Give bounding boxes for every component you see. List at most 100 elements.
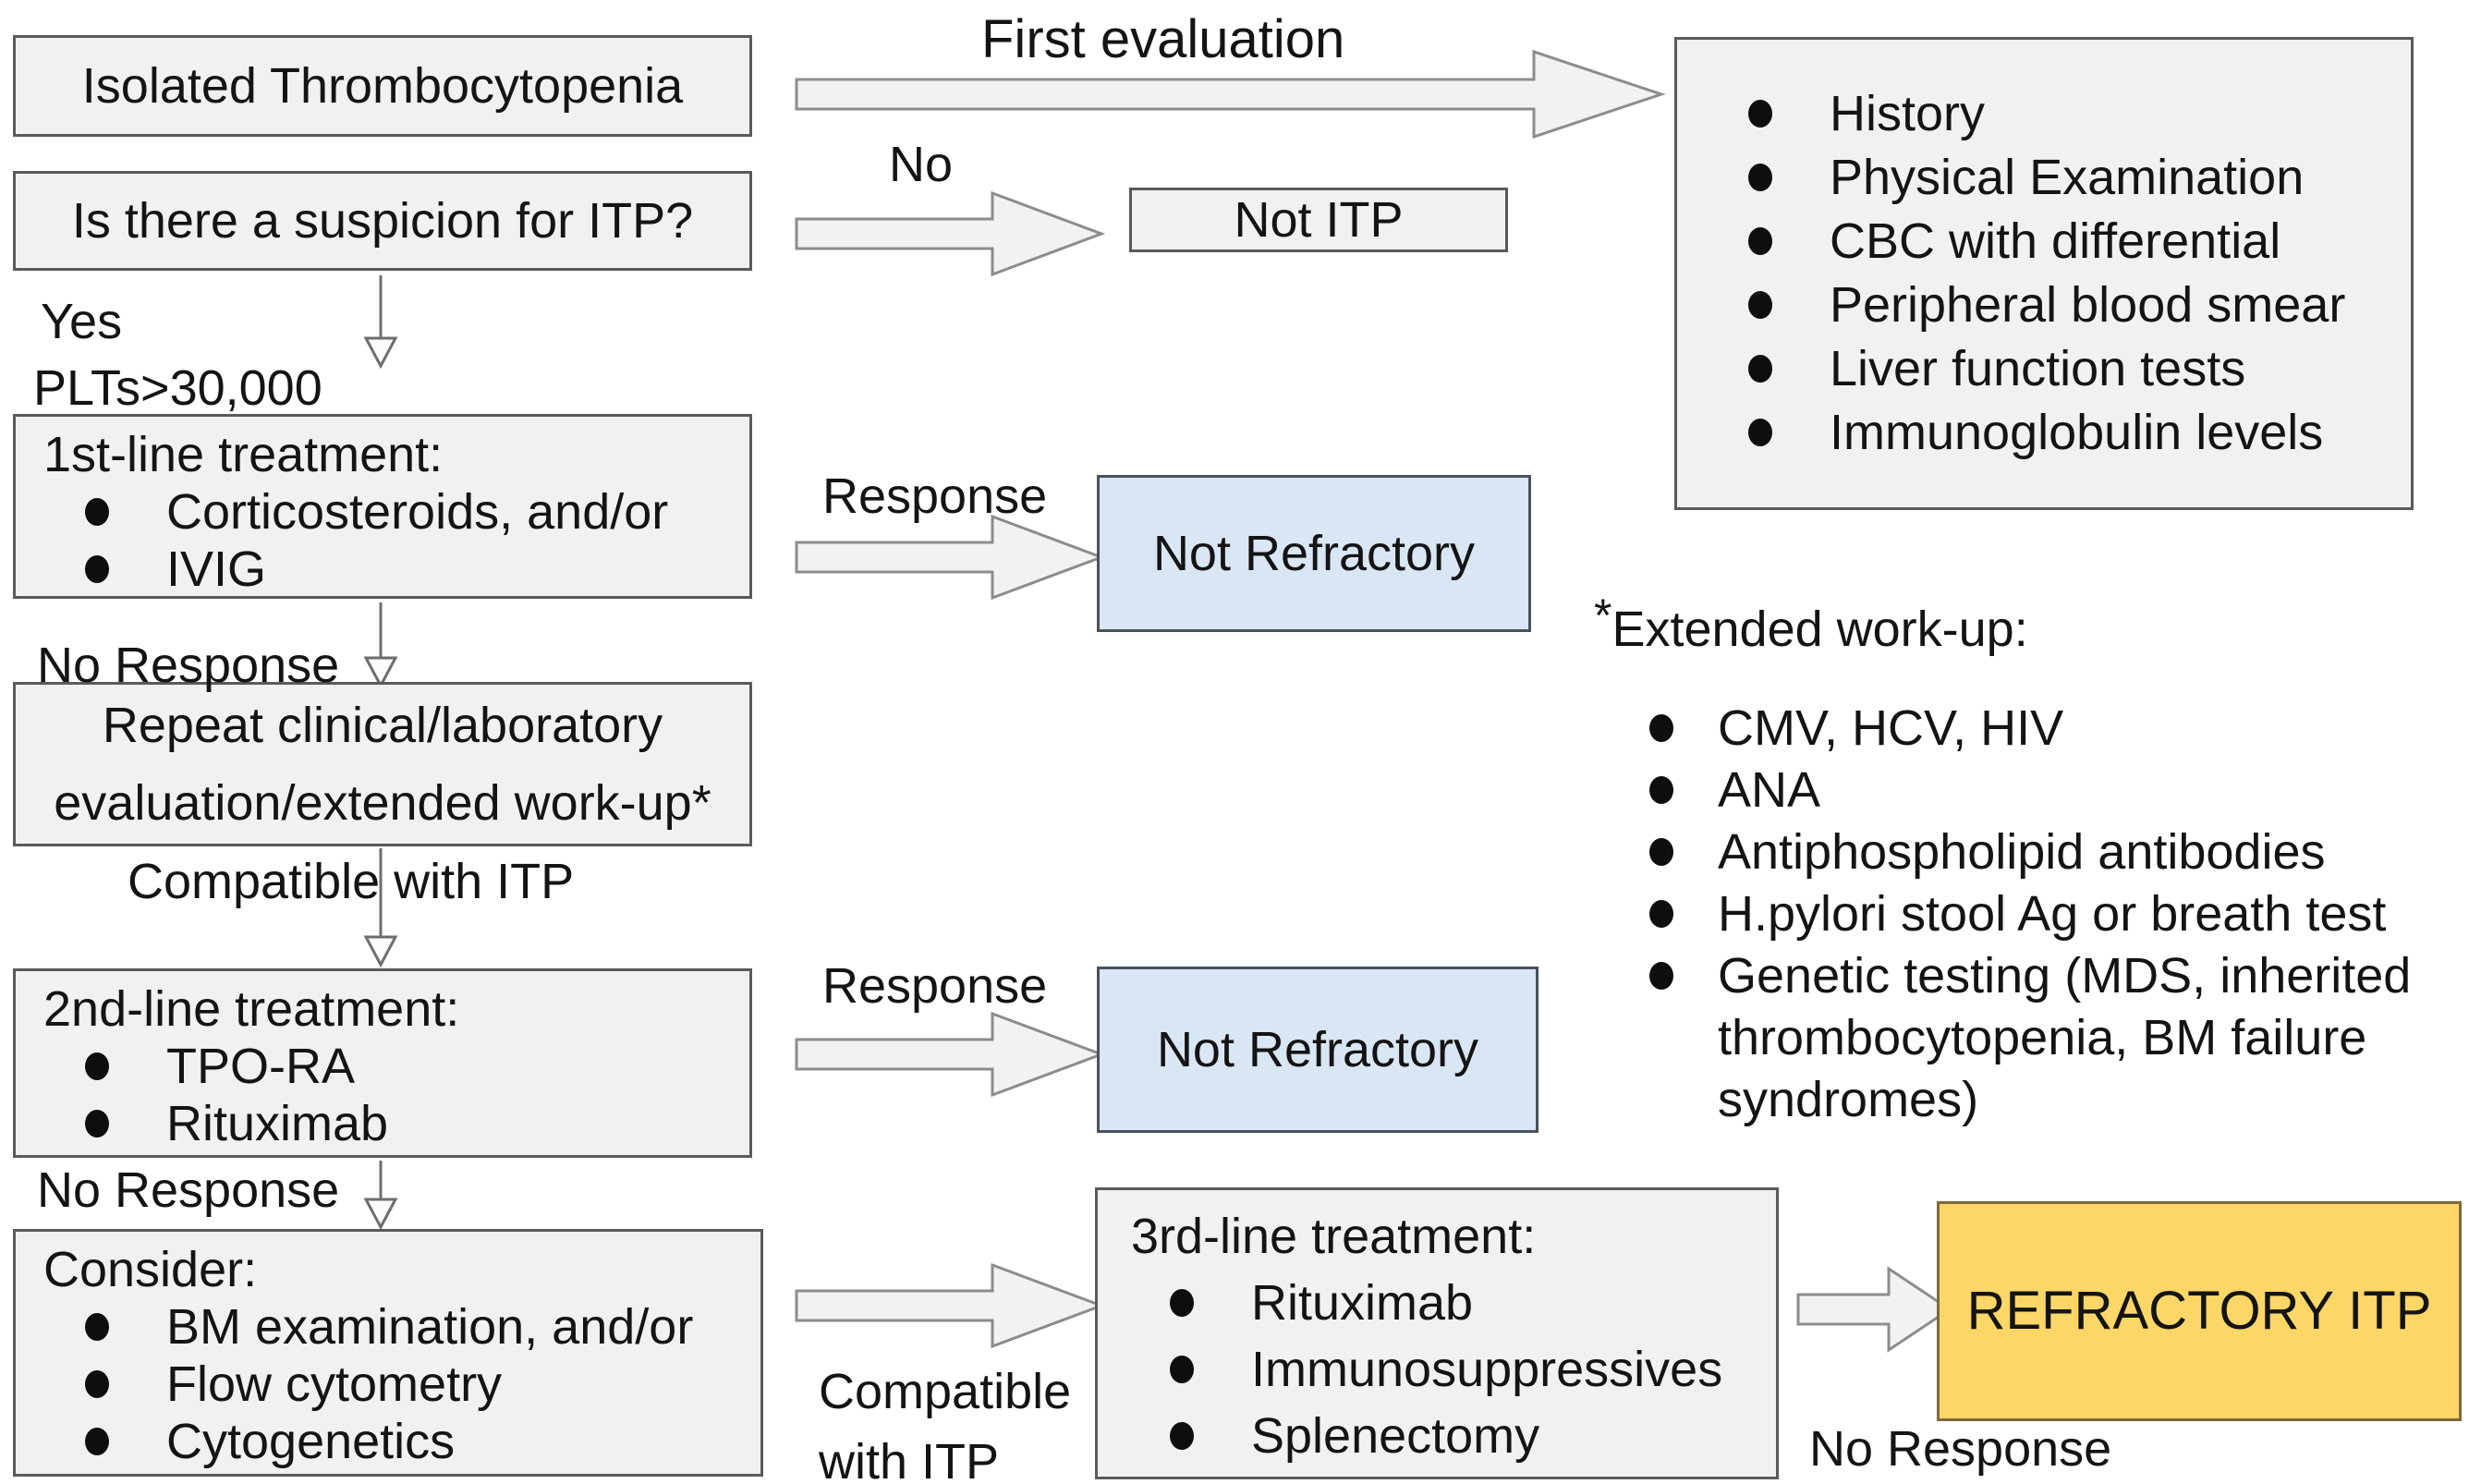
box-text: REFRACTORY ITP: [1966, 1281, 2432, 1342]
asterisk-marker: *: [1594, 590, 1612, 641]
no-to-not-itp-arrow: [795, 190, 1106, 277]
list-item: CBC with differential: [1677, 210, 2411, 274]
box-text: Isolated Thrombocytopenia: [81, 57, 684, 114]
list-item-text: Antiphospholipid antibodies: [1718, 824, 2326, 880]
list-item-text: Liver function tests: [1830, 341, 2246, 396]
refractory-itp-box: REFRACTORY ITP: [1937, 1201, 2462, 1421]
no-response-arrow-to-refractory: [1796, 1266, 1952, 1353]
bullet-icon: [1748, 227, 1772, 255]
bullet-icon: [85, 1428, 109, 1455]
down-arrow-firstline-to-repeat: [363, 602, 398, 689]
bullet-icon: [85, 1370, 109, 1398]
list-item-text: Immunosuppressives: [1251, 1342, 1723, 1397]
no-response-label-first: No Response: [37, 638, 340, 693]
list-item-text: Rituximab: [166, 1096, 389, 1151]
list-item: ANA: [1594, 760, 2453, 821]
list-item-text: CMV, HCV, HIV: [1718, 700, 2064, 756]
list-item-text: Corticosteroids, and/or: [166, 484, 669, 540]
list-item: Cytogenetics: [16, 1413, 760, 1470]
compatible-with-itp-label-second: Compatible with ITP: [819, 1364, 1072, 1484]
bullet-icon: [1649, 838, 1673, 866]
suspicion-for-itp-box: Is there a suspicion for ITP?: [13, 171, 752, 271]
list-item: Rituximab: [1098, 1270, 1776, 1336]
response-arrow-first: [795, 514, 1106, 601]
list-item-text: ANA: [1718, 762, 1821, 818]
bullet-icon: [1649, 900, 1673, 928]
list-item: Antiphospholipid antibodies: [1594, 821, 2453, 883]
list-item: H.pylori stool Ag or breath test: [1594, 883, 2453, 945]
box-text: Repeat clinical/laboratory evaluation/ex…: [54, 698, 712, 831]
list-item-text: Flow cytometry: [166, 1356, 503, 1412]
list-item: Peripheral blood smear: [1677, 274, 2411, 337]
bullet-icon: [85, 1110, 109, 1137]
list-item: CMV, HCV, HIV: [1594, 698, 2453, 760]
list-item-text: IVIG: [166, 541, 267, 597]
first-evaluation-arrow: [795, 49, 1666, 140]
consider-box: Consider: BM examination, and/or Flow cy…: [13, 1229, 763, 1477]
extended-workup-title: *Extended work-up:: [1594, 590, 2453, 661]
list-item-text: CBC with differential: [1830, 213, 2281, 269]
bullet-icon: [85, 555, 109, 583]
bullet-icon: [1649, 962, 1673, 990]
list-item-text: BM examination, and/or: [166, 1299, 694, 1355]
bullet-icon: [1170, 1422, 1194, 1450]
bullet-icon: [1649, 776, 1673, 804]
plts-threshold-label: PLTs>30,000: [33, 360, 322, 416]
third-line-treatment-box: 3rd-line treatment: Rituximab Immunosupp…: [1095, 1187, 1779, 1479]
not-itp-box: Not ITP: [1129, 188, 1508, 252]
list-item: Immunosuppressives: [1098, 1336, 1776, 1403]
response-arrow-second: [795, 1011, 1106, 1098]
bullet-icon: [1748, 419, 1772, 446]
list-item-text: TPO-RA: [166, 1039, 356, 1094]
list-item-text: History: [1830, 86, 1986, 141]
list-item: TPO-RA: [16, 1038, 749, 1095]
bullet-icon: [1170, 1356, 1194, 1383]
first-evaluation-label: First evaluation: [981, 9, 1345, 69]
list-item: IVIG: [16, 541, 749, 598]
list-item: Immunoglobulin levels: [1677, 401, 2411, 465]
bullet-icon: [85, 498, 109, 526]
first-evaluation-workup-box: History Physical Examination CBC with di…: [1674, 37, 2414, 510]
down-arrow-secondline-to-consider: [363, 1161, 398, 1231]
yes-label: Yes: [41, 294, 123, 349]
box-title: 1st-line treatment:: [43, 427, 444, 482]
box-text: Is there a suspicion for ITP?: [71, 192, 694, 249]
repeat-evaluation-box: Repeat clinical/laboratory evaluation/ex…: [13, 682, 752, 846]
box-text: Not Refractory: [1152, 525, 1476, 581]
down-arrow-suspicion-to-firstline: [363, 275, 398, 370]
box-text: Not Refractory: [1156, 1021, 1479, 1077]
box-title: Consider:: [43, 1242, 258, 1297]
list-item: History: [1677, 82, 2411, 146]
bullet-icon: [1649, 714, 1673, 742]
compatible-arrow-to-thirdline: [795, 1262, 1106, 1349]
list-item-text: Rituximab: [1251, 1275, 1474, 1331]
response-label-first: Response: [822, 468, 1048, 524]
down-arrow-repeat-to-secondline: [363, 848, 398, 968]
bullet-icon: [1748, 291, 1772, 319]
no-response-label-third: No Response: [1809, 1421, 2112, 1477]
list-item: Flow cytometry: [16, 1356, 760, 1413]
extended-workup-section: *Extended work-up: CMV, HCV, HIV ANA Ant…: [1594, 590, 2453, 1131]
first-line-treatment-box: 1st-line treatment: Corticosteroids, and…: [13, 414, 752, 599]
list-item-text: Genetic testing (MDS, inherited thromboc…: [1718, 948, 2412, 1127]
second-line-treatment-box: 2nd-line treatment: TPO-RA Rituximab: [13, 968, 752, 1158]
list-item: Rituximab: [16, 1095, 749, 1152]
list-item-text: Peripheral blood smear: [1830, 277, 2346, 333]
list-item-text: Immunoglobulin levels: [1830, 405, 2324, 460]
list-item: BM examination, and/or: [16, 1298, 760, 1356]
bullet-icon: [85, 1313, 109, 1341]
box-text: Not ITP: [1234, 191, 1404, 248]
compatible-with-itp-label-first: Compatible with ITP: [128, 854, 575, 909]
not-refractory-box-bottom: Not Refractory: [1097, 967, 1539, 1133]
list-item: Liver function tests: [1677, 337, 2411, 401]
list-item: Splenectomy: [1098, 1403, 1776, 1469]
bullet-icon: [1748, 355, 1772, 383]
list-item-text: Cytogenetics: [166, 1414, 456, 1469]
box-title: 2nd-line treatment:: [43, 981, 460, 1037]
bullet-icon: [85, 1052, 109, 1080]
no-label: No: [889, 137, 954, 192]
list-item: Physical Examination: [1677, 146, 2411, 210]
list-item: Genetic testing (MDS, inherited thromboc…: [1594, 945, 2453, 1131]
bullet-icon: [1170, 1289, 1194, 1317]
